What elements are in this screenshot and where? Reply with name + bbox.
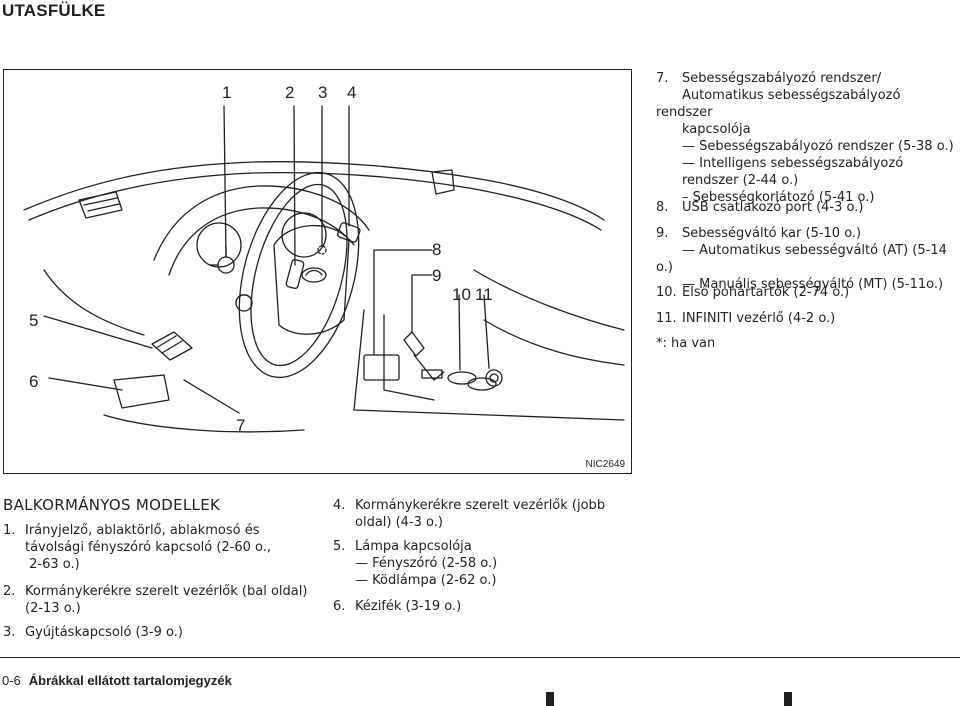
list-item-11: 11.INFINITI vezérlő (4-2 o.) [656,311,836,326]
list-item-5: 5.Lámpa kapcsolója — Fényszóró (2-58 o.)… [333,539,498,588]
callout-1: 1 [222,83,232,102]
list-item-2: 2.Kormánykerékre szerelt vezérlők (bal o… [3,584,308,616]
section-subheading: BALKORMÁNYOS MODELLEK [3,496,221,514]
callout-2: 2 [285,83,295,102]
footnote: *: ha van [656,336,716,351]
callout-7: 7 [236,416,246,435]
crop-mark-left [546,692,554,706]
callout-11: 11 [475,285,493,304]
callout-10: 10 [452,285,471,304]
footer-rule [0,657,960,658]
callout-4: 4 [347,83,357,102]
callout-9: 9 [432,266,442,285]
list-item-8: 8.USB csatlakozó port (4-3 o.) [656,200,864,215]
page-number: 0-6 [2,673,21,688]
list-item-6: 6.Kézifék (3-19 o.) [333,599,462,614]
dashboard-illustration [23,105,625,433]
list-item-4: 4.Kormánykerékre szerelt vezérlők (jobb … [333,498,606,530]
callout-5: 5 [29,311,39,330]
list-item-7: 7.Sebességszabályozó rendszer/ Automatik… [656,71,954,205]
footer-title: Ábrákkal ellátott tartalomjegyzék [28,673,232,688]
list-item-3: 3.Gyújtáskapcsoló (3-9 o.) [3,625,183,640]
list-item-10: 10.Első pohártartók (2-74 o.) [656,285,850,300]
page-footer: 0-6 Ábrákkal ellátott tartalomjegyzék [2,673,232,688]
list-item-9: 9.Sebességváltó kar (5-10 o.) — Automati… [656,226,947,292]
callout-3: 3 [318,83,328,102]
dashboard-figure: 1 2 3 4 5 6 7 8 9 10 11 NIC2649 [3,69,632,474]
section-title: UTASFÜLKE [2,1,106,20]
callout-6: 6 [29,372,39,391]
list-item-1: 1.Irányjelző, ablaktörlő, ablakmosó és t… [3,523,272,572]
callout-8: 8 [432,240,442,259]
crop-mark-right [784,692,792,706]
figure-code: NIC2649 [585,459,625,470]
